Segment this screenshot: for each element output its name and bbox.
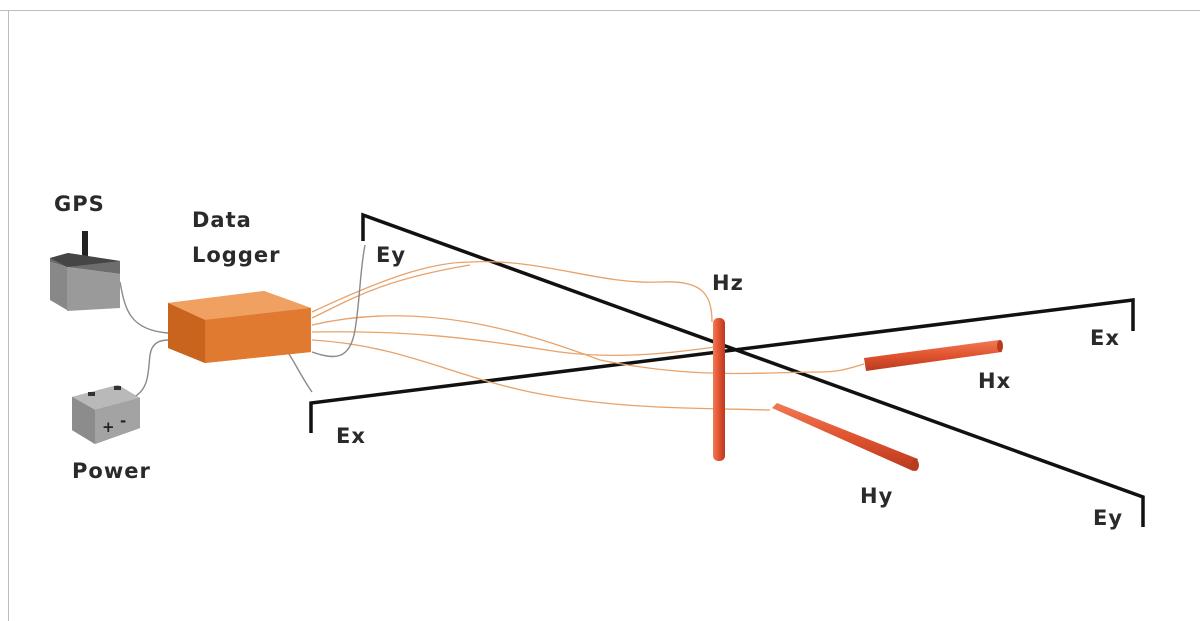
ey-dipole	[361, 212, 1145, 527]
sensor-cables	[311, 260, 865, 411]
ey-right-label: Ey	[1093, 506, 1123, 530]
logger-top-face	[168, 291, 311, 320]
logger-side-face	[168, 303, 205, 363]
cable-gps-to-logger	[119, 281, 169, 334]
gps-unit	[50, 231, 120, 311]
gps-label: GPS	[54, 192, 105, 216]
battery: + -	[72, 385, 140, 444]
cable-to-hy	[311, 339, 771, 411]
hx-label: Hx	[978, 369, 1011, 393]
cable-power-to-logger	[131, 339, 171, 399]
hz-coil	[713, 318, 725, 461]
data-logger-box	[168, 291, 311, 363]
cable-logger-to-ey	[311, 244, 366, 358]
hx-coil	[864, 340, 1003, 371]
battery-plus-sign: +	[102, 418, 115, 436]
data-logger-label-line2: Logger	[192, 243, 280, 267]
data-logger-label-line1: Data	[192, 208, 252, 232]
gps-antenna	[82, 231, 88, 258]
hz-label: Hz	[712, 271, 744, 295]
ex-right-label: Ex	[1090, 326, 1120, 350]
hy-label: Hy	[860, 484, 893, 508]
hy-coil	[772, 403, 919, 471]
logger-front-face	[205, 308, 311, 363]
battery-top	[72, 385, 140, 410]
battery-terminal-2	[114, 386, 121, 390]
cable-to-hx	[311, 315, 865, 375]
cable-logger-to-ex	[284, 347, 313, 393]
ex-left-label: Ex	[336, 424, 366, 448]
cable-to-center	[311, 331, 723, 357]
cable-to-hz	[311, 260, 713, 323]
cable-to-ey-electrode	[311, 264, 471, 319]
battery-side	[72, 397, 95, 444]
battery-terminal-1	[88, 392, 95, 396]
battery-minus-sign: -	[120, 412, 126, 430]
power-label: Power	[72, 459, 151, 483]
battery-front	[95, 398, 140, 444]
ey-left-label: Ey	[376, 243, 406, 267]
